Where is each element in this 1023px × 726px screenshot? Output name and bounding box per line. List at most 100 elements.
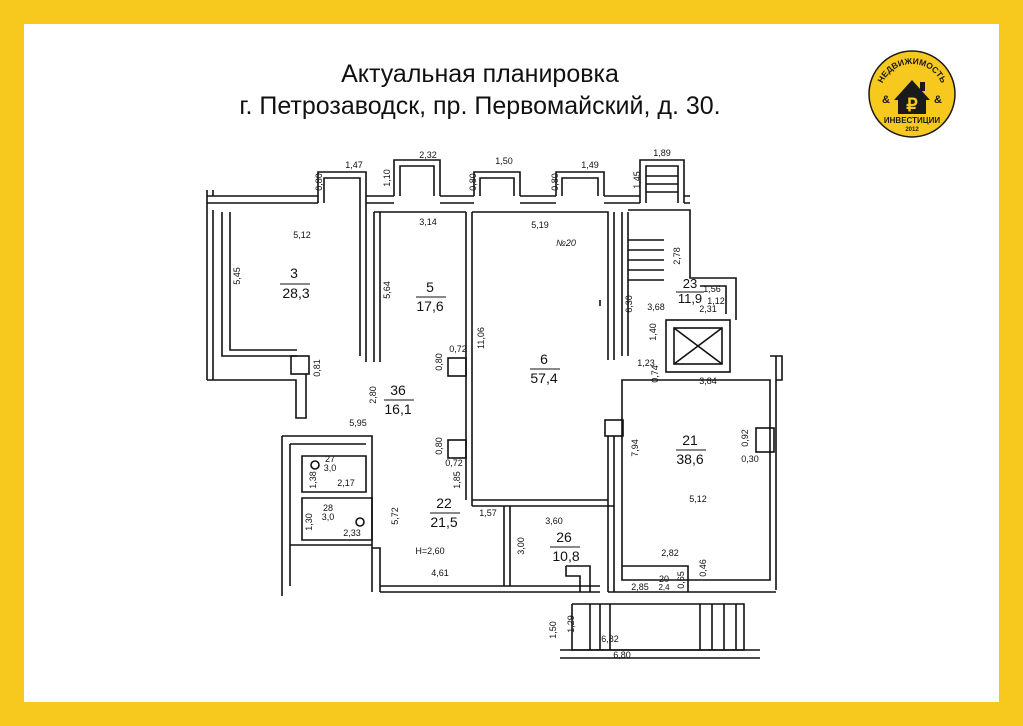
room-id: 26: [556, 529, 572, 545]
stair-lines: [628, 239, 664, 281]
room-id: 27: [325, 454, 335, 464]
logo-year: 2012: [905, 127, 919, 133]
room-area: 3,0: [322, 512, 335, 522]
dimension-label: 1,45: [632, 171, 642, 189]
room-id: 23: [683, 276, 697, 291]
dimension-label: 0,80: [434, 437, 444, 455]
room-26-entry: [565, 565, 591, 592]
dimension-label: 5,72: [390, 507, 400, 525]
room-21-walls: [621, 379, 771, 581]
room-28: [301, 497, 373, 541]
dimension-label: 5,12: [689, 494, 707, 504]
dimension-label: 11,06: [476, 327, 486, 349]
dimension-label: 1,57: [479, 508, 497, 518]
top-left-ticks: [206, 190, 214, 196]
dimension-label: 2,82: [661, 548, 679, 558]
logo-bottom-text: ИНВЕСТИЦИИ: [884, 116, 940, 125]
dimension-label: 1,23: [637, 358, 655, 368]
dimension-label: 4,61: [431, 568, 449, 578]
dimension-label: 1,49: [581, 160, 599, 170]
dimension-label: 0,74: [650, 365, 660, 383]
dimension-label: 2,80: [368, 386, 378, 404]
room-20-walls: [608, 565, 776, 593]
bottom-stairs: [571, 603, 745, 651]
window-bay-4: [555, 171, 605, 196]
dimension-label: 0,81: [312, 359, 322, 377]
room-area: 17,6: [416, 298, 443, 314]
corridor-wall: [207, 374, 307, 419]
dimension-label: 1,30: [304, 513, 314, 531]
window-bay-1: [317, 171, 367, 203]
room-6-walls: [472, 211, 615, 360]
dimension-label: 3,60: [545, 516, 563, 526]
room-area: 11,9: [678, 291, 702, 306]
dimension-label: 5,45: [232, 267, 242, 285]
room-23-inner: [700, 285, 727, 314]
room-id: 6: [540, 351, 548, 367]
room-number-note: №20: [556, 238, 576, 248]
dimension-label: 6,30: [624, 295, 634, 313]
dimension-label: 2,31: [699, 304, 717, 314]
room-id: 28: [323, 503, 333, 513]
dimension-label: 0,80: [314, 173, 324, 191]
dimension-label: 0,80: [468, 173, 478, 191]
column-2: [447, 357, 467, 377]
bottom-stair-lines: [589, 604, 737, 650]
dimension-label: 1,85: [452, 471, 462, 489]
dimension-label: 2,32: [419, 150, 437, 160]
dimension-label: 6,80: [613, 650, 631, 660]
room-area: 57,4: [530, 370, 557, 386]
room-area: 21,5: [430, 514, 457, 530]
room-28-bottom: [290, 544, 381, 592]
logo-amp-right: &: [934, 94, 942, 106]
dimension-label: 3,84: [699, 376, 717, 386]
room-27: [301, 455, 367, 493]
dimension-label: 1,47: [345, 160, 363, 170]
dimension-label: 0,46: [698, 559, 708, 577]
column-5: [755, 427, 775, 453]
dimension-label: 1,50: [548, 621, 558, 639]
window-bay-2: [393, 159, 441, 196]
dimension-label: 0,80: [434, 353, 444, 371]
dimension-label: 2,33: [343, 528, 361, 538]
house-icon: [894, 80, 930, 114]
room-area: 28,3: [282, 285, 309, 301]
dimension-label: 1,56: [703, 284, 721, 294]
bottom-dim-lines: [560, 649, 760, 659]
wall-3-5: [359, 203, 367, 362]
dimension-label: 0,72: [449, 344, 467, 354]
dimension-label: 2,17: [337, 478, 355, 488]
dimension-label: 6,82: [601, 634, 619, 644]
elevator-cabin: [673, 327, 723, 365]
room-id: 22: [436, 495, 452, 511]
room-5-walls: [373, 211, 466, 362]
window-bay-3: [473, 171, 521, 196]
room-id: 5: [426, 279, 434, 295]
dimension-label: 3,68: [647, 302, 665, 312]
room-labels: 3 28,3 5 17,6 6 57,4 23 11,9 36 16,1 21 …: [280, 265, 706, 592]
room-23-walls: [621, 209, 737, 356]
room-area: 2,4: [658, 583, 670, 592]
toilet-icon: [355, 517, 365, 527]
plan-sheet: [24, 24, 999, 702]
wall-6-21: [607, 436, 615, 592]
dimension-label: 1,38: [308, 471, 318, 489]
wall-22-26: [503, 506, 511, 586]
room-6-bottom: [472, 499, 614, 507]
dimension-labels: 1,47 2,32 1,50 1,49 1,89 0,80 1,10 0,80 …: [232, 148, 759, 660]
left-wall: [206, 196, 214, 380]
dimension-label: 5,12: [293, 230, 311, 240]
elevator-cross: [673, 327, 723, 365]
right-wall: [770, 355, 783, 590]
dimension-label: 7,94: [630, 439, 640, 457]
dimension-label: 2,85: [631, 582, 649, 592]
company-logo: НЕДВИЖИМОСТЬ ₽ & & ИНВЕСТИЦИИ 2012: [868, 50, 956, 138]
dimension-label: 5,19: [531, 220, 549, 230]
lower-left-wall: [281, 436, 291, 596]
dimension-label: 1,12: [707, 296, 725, 306]
elevator-shaft: [665, 319, 731, 373]
dimension-label: 1,40: [648, 323, 658, 341]
room-area: 38,6: [676, 451, 703, 467]
sink-icon: [310, 460, 320, 470]
